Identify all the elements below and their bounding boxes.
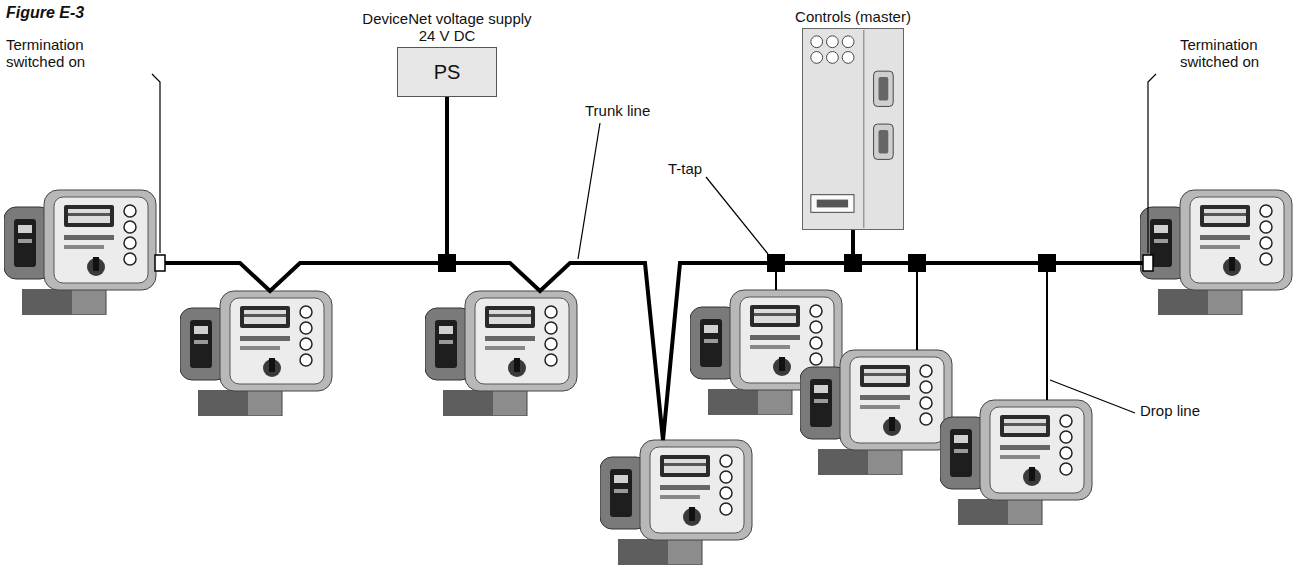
actuator-illustration	[425, 291, 577, 416]
trunk-line	[853, 261, 1143, 265]
controller-drawing	[803, 29, 903, 229]
callout-label: Termination switched on	[1180, 36, 1259, 70]
node-label: PS	[434, 61, 461, 83]
leader-line	[706, 177, 768, 254]
leader-line	[152, 74, 160, 253]
t-tap	[1038, 254, 1056, 272]
actuator-illustration	[600, 440, 752, 565]
node-heading: DeviceNet voltage supply 24 V DC	[357, 10, 537, 44]
drop-line	[1046, 263, 1048, 400]
callout-label: Trunk line	[585, 102, 650, 119]
module-divider	[863, 30, 864, 228]
termination-connector	[1143, 255, 1153, 271]
indicator-lamp	[811, 36, 823, 48]
indicator-lamp	[811, 52, 823, 64]
callout-label: T-tap	[668, 160, 702, 177]
indicator-lamp	[827, 52, 839, 64]
actuator-illustration	[180, 291, 332, 416]
sub-d-connector	[874, 124, 894, 159]
actuator-illustration	[940, 400, 1092, 525]
sub-d-connector	[878, 130, 888, 154]
sub-d-connector	[874, 71, 894, 106]
actuator-illustration	[4, 190, 156, 315]
sub-d-connector	[878, 77, 888, 101]
controller-rack: Controls (master)	[802, 28, 904, 230]
power-supply-box: DeviceNet voltage supply 24 V DCPS	[397, 47, 497, 97]
indicator-lamp	[842, 52, 854, 64]
indicator-lamp	[827, 36, 839, 48]
figure-title: Figure E-3	[6, 4, 84, 22]
leader-line	[578, 123, 600, 259]
actuator-illustration	[1140, 190, 1292, 315]
module-slot	[817, 200, 848, 208]
callout-label: Drop line	[1140, 402, 1200, 419]
drop-line	[916, 263, 918, 350]
module-slot	[811, 195, 854, 213]
node-heading: Controls (master)	[795, 8, 911, 25]
actuator-illustration	[800, 350, 952, 475]
trunk-line	[165, 263, 447, 291]
leader-line	[1050, 380, 1135, 413]
leader-line	[1148, 74, 1156, 253]
trunk-cable	[447, 97, 853, 440]
termination-connector	[155, 255, 165, 271]
indicator-lamp	[842, 36, 854, 48]
callout-label: Termination switched on	[6, 36, 85, 70]
t-tap	[908, 254, 926, 272]
